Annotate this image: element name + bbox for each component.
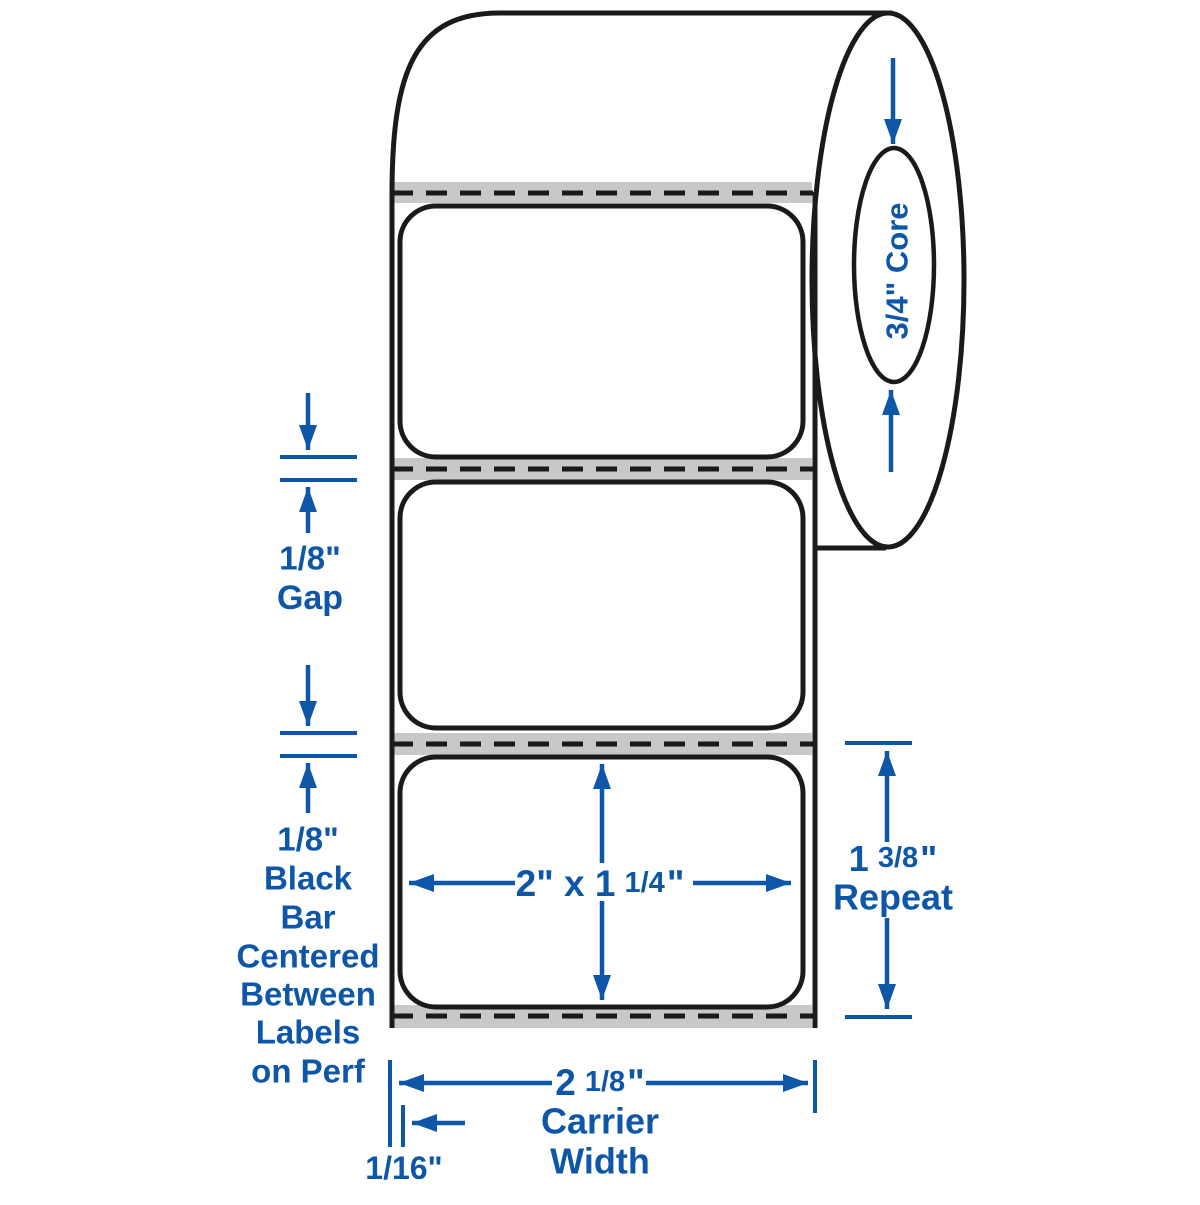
gap-dimension: 1/8" Gap bbox=[277, 393, 357, 617]
carrier-value-unit: " bbox=[627, 1062, 645, 1103]
carrier-caption-line1: Carrier bbox=[541, 1101, 659, 1142]
blackbar-caption-line-4: Labels bbox=[256, 1014, 361, 1051]
blackbar-caption-line-5: on Perf bbox=[251, 1053, 366, 1090]
label-size-main: 2" x 1 bbox=[516, 863, 616, 904]
label-blank-1 bbox=[397, 203, 806, 460]
repeat-caption: Repeat bbox=[833, 877, 953, 918]
repeat-value-text: 1 3/8" bbox=[849, 838, 937, 879]
carrier-value-main: 2 bbox=[555, 1062, 576, 1103]
blackbar-caption-line-1: Bar bbox=[280, 899, 335, 936]
carrier-value-fraction: 1/8 bbox=[585, 1066, 625, 1098]
black-bar-dimension: 1/8" Black Bar Centered Between Labels o… bbox=[236, 665, 380, 1090]
strip-outline bbox=[389, 10, 892, 1028]
label-blank-3 bbox=[397, 754, 806, 1010]
roll-structure bbox=[389, 10, 967, 1028]
blackbar-caption-line-0: Black bbox=[264, 860, 353, 897]
edge-offset-label: 1/16" bbox=[365, 1150, 442, 1186]
roll-core bbox=[851, 145, 937, 385]
repeat-value-unit: " bbox=[920, 838, 937, 879]
label-blank-2 bbox=[397, 479, 806, 731]
repeat-value-main: 1 bbox=[849, 838, 869, 879]
core-dimension: 3/4" Core bbox=[880, 58, 915, 472]
gap-value-label: 1/8" bbox=[279, 540, 341, 577]
repeat-value-fraction: 3/8 bbox=[878, 842, 918, 874]
label-size-unit: " bbox=[667, 863, 685, 904]
repeat-dimension: 1 3/8" Repeat bbox=[833, 741, 953, 1019]
blackbar-value-label: 1/8" bbox=[277, 821, 339, 858]
carrier-width-dimension: 2 1/8" Carrier Width 1/16" bbox=[365, 1060, 817, 1186]
carrier-caption-line2: Width bbox=[550, 1141, 650, 1182]
gap-caption: Gap bbox=[277, 579, 343, 617]
label-size-fraction: 1/4 bbox=[624, 867, 664, 899]
carrier-value-text: 2 1/8" bbox=[555, 1062, 644, 1103]
blackbar-caption-line-2: Centered bbox=[236, 938, 379, 975]
core-size-label: 3/4" Core bbox=[880, 202, 915, 339]
blackbar-caption-line-3: Between bbox=[240, 976, 376, 1013]
